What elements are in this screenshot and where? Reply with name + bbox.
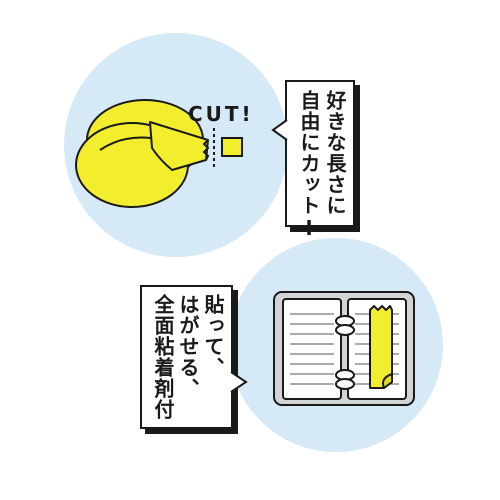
tape-strip xyxy=(149,121,209,171)
sticky-tape-on-page xyxy=(369,305,393,389)
cut-tape-piece xyxy=(221,137,243,157)
caption-top-line2: 自由にカット! xyxy=(297,90,321,241)
caption-bottom-line3: 全面粘着剤付 xyxy=(151,294,175,420)
speech-bubble-top xyxy=(285,80,355,227)
caption-top-line1: 好きな長さに xyxy=(323,90,347,216)
cut-label: CUT! xyxy=(188,102,254,126)
caption-bottom-line2: はがせる、 xyxy=(176,294,200,399)
sticky-tape-peel xyxy=(382,373,393,389)
tape-jagged-edge xyxy=(202,139,210,161)
binder-rings xyxy=(335,315,355,390)
speech-bubble-bottom xyxy=(140,285,233,429)
caption-bottom-line1: 貼って、 xyxy=(201,294,225,378)
notebook-left-lines xyxy=(290,313,334,385)
